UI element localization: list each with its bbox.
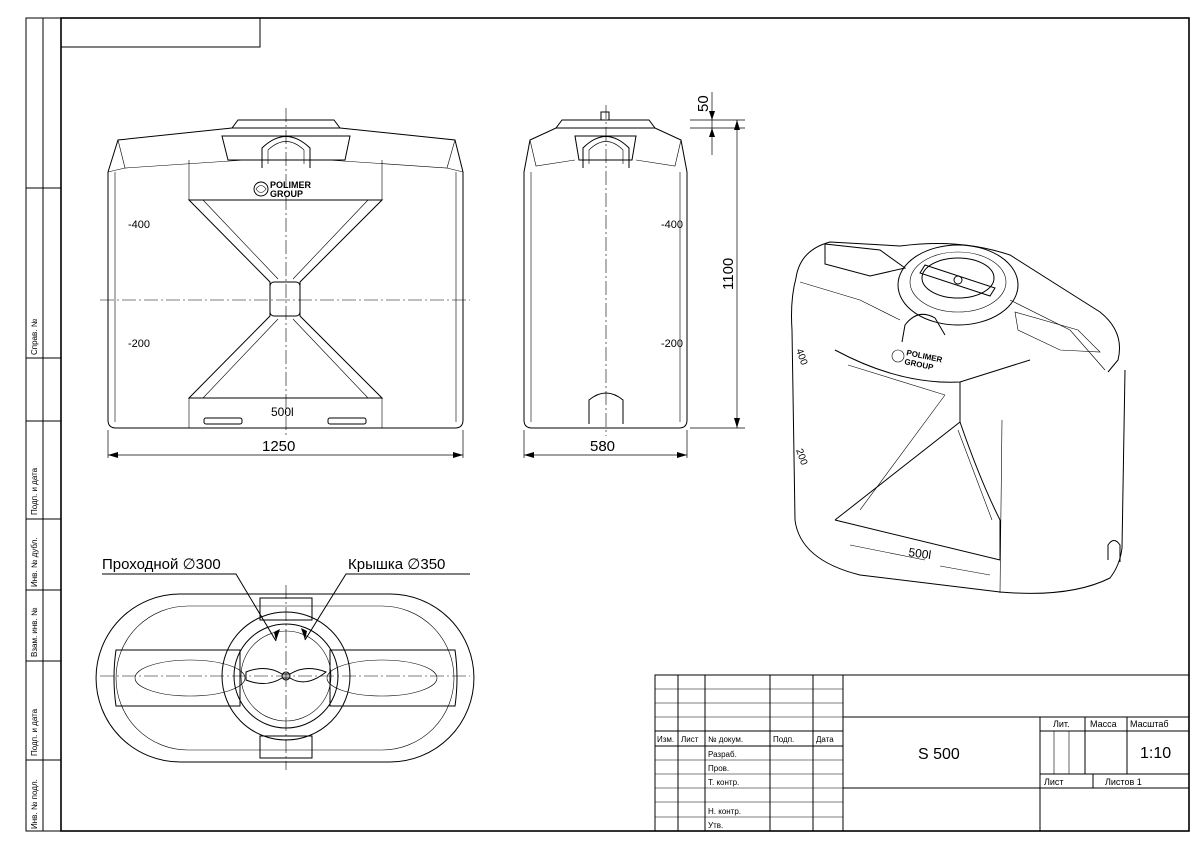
title-block: Изм. Лист № докум. Подп. Дата Разраб. Пр… xyxy=(654,674,1190,832)
iso-volume-label: 500l xyxy=(908,545,932,562)
footer-listov: Листов 1 xyxy=(1105,777,1142,787)
row-prov: Пров. xyxy=(708,764,729,773)
logo-line2: GROUP xyxy=(270,189,303,199)
side-level-mark-400: -400 xyxy=(661,219,683,231)
front-view: POLIMER GROUP -400 -200 500l 1250 xyxy=(100,108,470,458)
iso-polimer-logo: POLIMER GROUP xyxy=(891,348,943,372)
height-dimension: 1100 xyxy=(720,258,737,290)
stamp-inv-dubl: Инв. № дубл. xyxy=(30,537,39,587)
top-view: Проходной ∅300 Крышка ∅350 xyxy=(95,556,475,770)
side-view: -400 -200 580 1100 50 xyxy=(523,92,745,458)
lid-label: Крышка ∅350 xyxy=(348,556,445,573)
side-stamp: Справ. № Подп. и дата Инв. № дубл. Взам.… xyxy=(25,17,62,832)
header-masshtab: Масштаб xyxy=(1130,719,1169,729)
footer-list: Лист xyxy=(1044,777,1064,787)
row-razrab: Разраб. xyxy=(708,750,737,759)
iso-level-mark-200: 200 xyxy=(793,447,809,467)
polimer-logo: POLIMER GROUP xyxy=(253,180,312,199)
col-izm: Изм. xyxy=(657,735,674,744)
stamp-vzam-inv: Взам. инв. № xyxy=(30,607,39,657)
header-massa: Масса xyxy=(1090,719,1117,729)
level-mark-200: -200 xyxy=(128,338,150,350)
row-n-kontr: Н. контр. xyxy=(708,807,741,816)
col-list: Лист xyxy=(681,735,699,744)
side-level-mark-200: -200 xyxy=(661,338,683,350)
logo-line1: POLIMER xyxy=(270,180,312,190)
volume-label: 500l xyxy=(271,405,294,419)
row-t-kontr: Т. контр. xyxy=(708,778,739,787)
level-mark-400: -400 xyxy=(128,219,150,231)
scale-value: 1:10 xyxy=(1140,745,1171,762)
stamp-podp-data-1: Подп. и дата xyxy=(30,467,39,515)
isometric-view: POLIMER GROUP 400 200 500l xyxy=(791,241,1126,594)
top-dimension: 50 xyxy=(695,95,712,112)
stamp-podp-data-2: Подп. и дата xyxy=(30,708,39,756)
row-utv: Утв. xyxy=(708,821,723,830)
manhole-label: Проходной ∅300 xyxy=(102,556,221,573)
designation: S 500 xyxy=(918,746,960,763)
col-doc: № докум. xyxy=(708,735,743,744)
width-dimension: 1250 xyxy=(262,438,295,455)
side-width-dimension: 580 xyxy=(590,438,615,455)
col-data: Дата xyxy=(816,735,834,744)
stamp-sprav: Справ. № xyxy=(30,318,39,355)
iso-level-mark-400: 400 xyxy=(793,347,809,367)
stamp-inv-podl: Инв. № подл. xyxy=(30,779,39,829)
header-lit: Лит. xyxy=(1053,719,1070,729)
col-podp: Подп. xyxy=(773,735,794,744)
